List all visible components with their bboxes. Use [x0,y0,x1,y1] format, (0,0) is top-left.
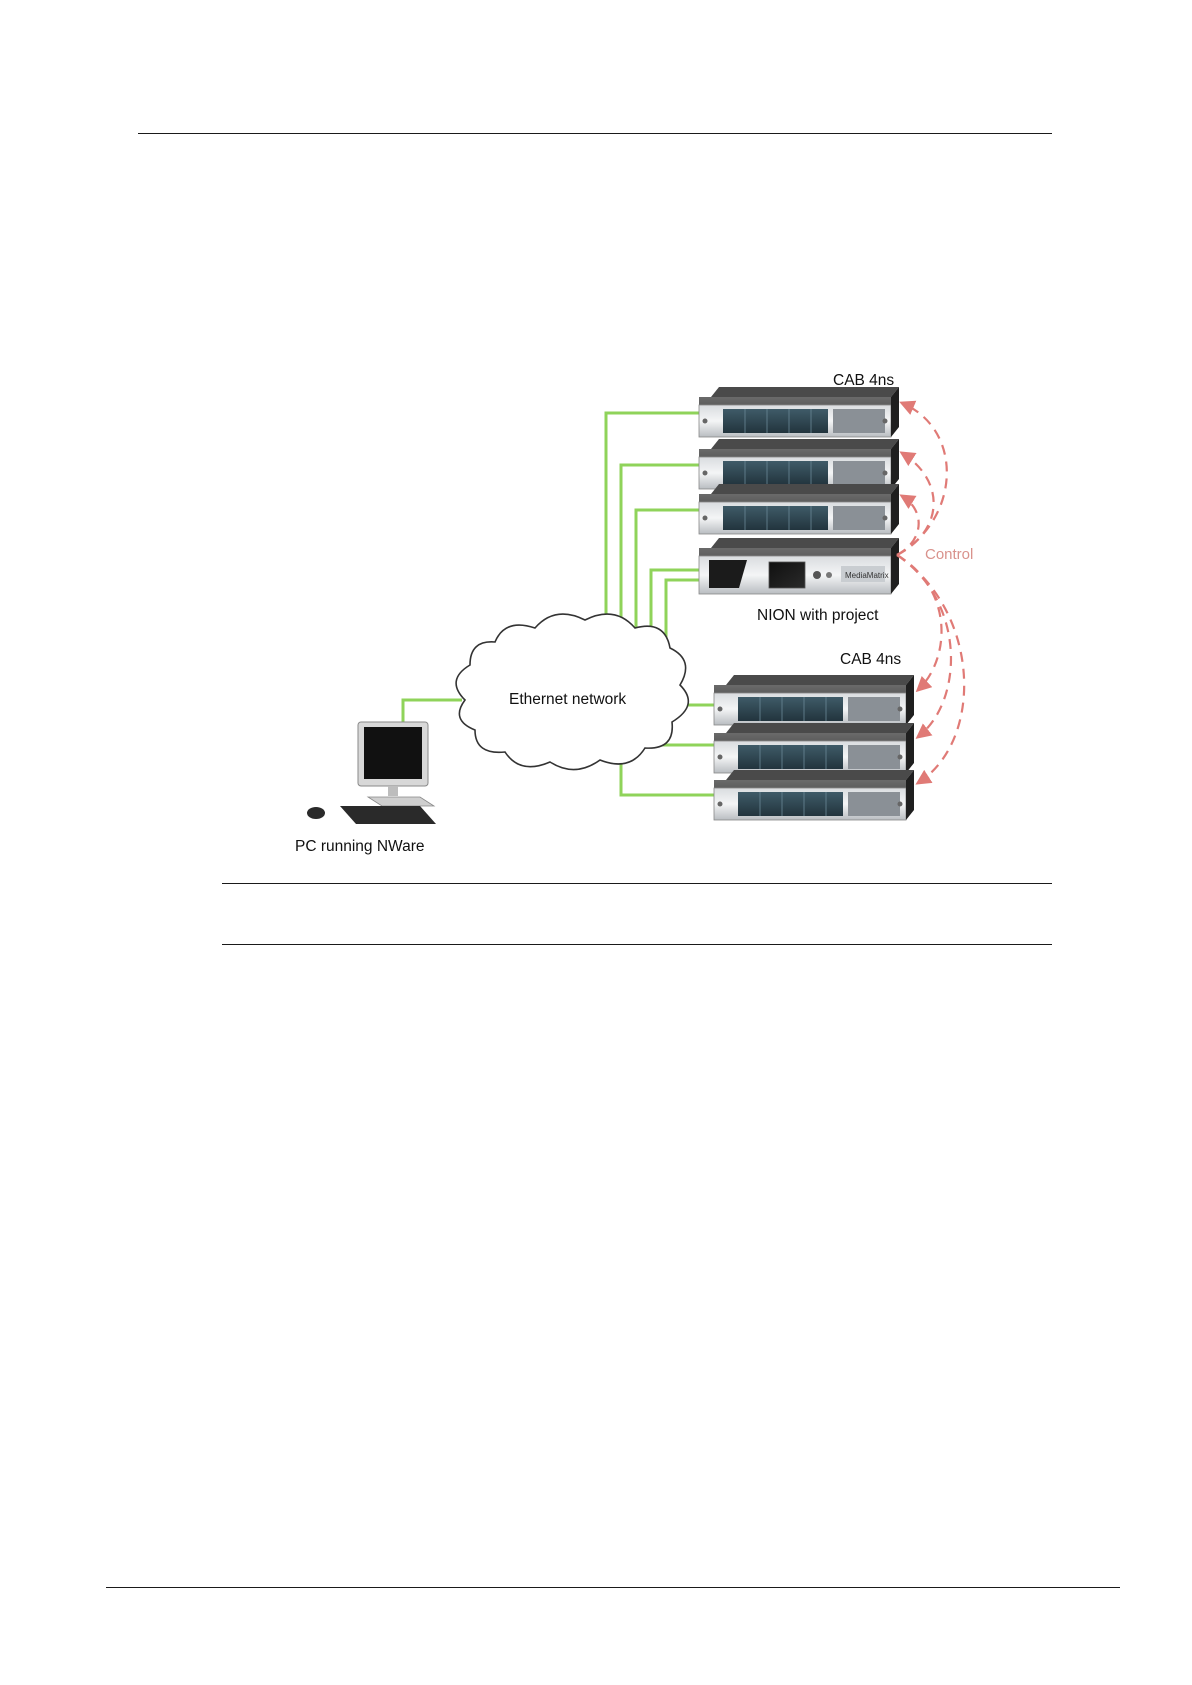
cab-unit-bottom-2 [714,723,914,773]
ethernet-network-cloud: Ethernet network [456,614,688,769]
pc-workstation: PC running NWare [295,722,436,855]
control-arrow-top-2 [897,453,934,555]
cab-top-label: CAB 4ns [833,372,894,389]
cab-unit-top-2 [699,439,899,489]
cab-bottom-label: CAB 4ns [840,651,901,668]
network-label: Ethernet network [509,691,626,708]
cab-stack-bottom: CAB 4ns [714,651,914,820]
footer-rule [106,1587,1120,1588]
nion-unit: MediaMatrix NION with project [699,538,899,624]
link-nion-2 [666,580,699,650]
nion-label: NION with project [757,607,879,624]
cab-stack-top: CAB 4ns [699,372,899,534]
keyboard [340,806,436,824]
control-arrow-top-3 [897,496,919,555]
link-cab-bottom-3 [621,760,714,795]
control-arrow-top-1 [897,403,947,555]
cab-unit-top-3 [699,484,899,534]
cab-unit-top-1 [699,387,899,437]
caption-rule-top [222,883,1052,884]
nion-brand: MediaMatrix [845,571,889,580]
mouse [307,807,325,819]
cab-unit-bottom-1 [714,675,914,725]
control-arrow-bottom-1 [897,555,942,690]
cab-unit-bottom-3 [714,770,914,820]
pc-label: PC running NWare [295,838,425,855]
link-cab-top-2 [621,465,699,625]
caption-rule-bottom [222,944,1052,945]
control-label: Control [925,546,973,563]
